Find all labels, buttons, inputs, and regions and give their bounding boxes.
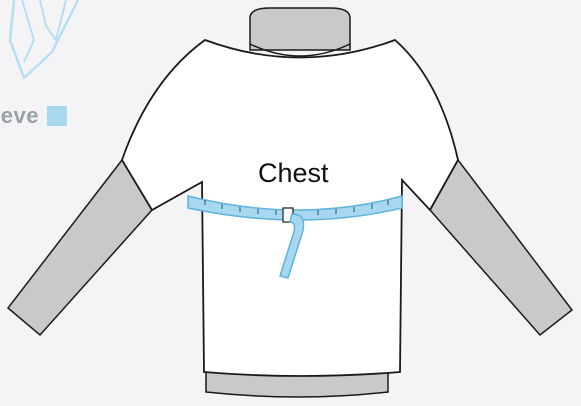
mannequin-right-arm [430,160,572,335]
mannequin-left-arm [8,160,152,335]
mannequin-neck [250,8,350,50]
sleeve-legend-label: eeve [0,103,39,129]
sleeve-legend-swatch [47,106,67,126]
sleeve-tape-fragment [10,0,78,78]
sleeve-legend: eeve [0,103,67,129]
chest-label: Chest [258,158,329,189]
